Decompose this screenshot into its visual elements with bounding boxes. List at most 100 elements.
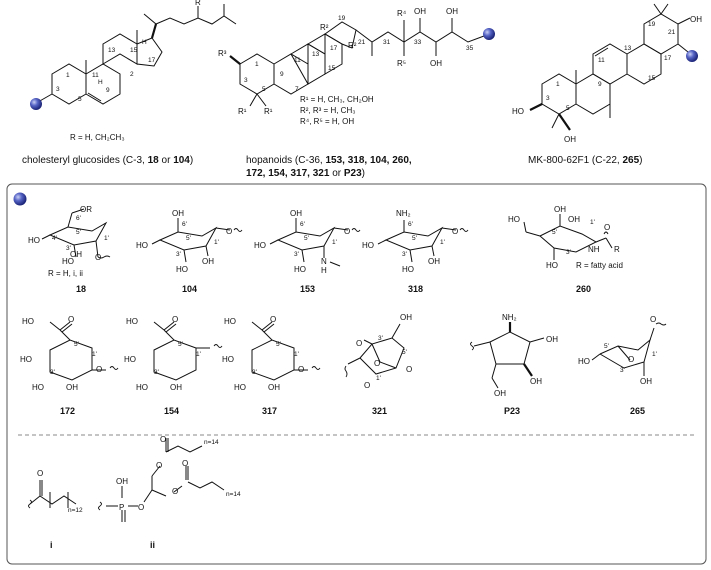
mk-locant: 11 — [598, 57, 605, 64]
sugar-154-label: HO — [126, 317, 138, 326]
hopanoid-oh-label: OH — [430, 59, 442, 68]
sugar-104-locant: 1' — [214, 239, 219, 246]
sugar-260-label: HO — [508, 215, 520, 224]
mk-locant: 1 — [556, 81, 560, 88]
cholesteryl-r-definition: R = H, CH₂CH₃ — [70, 133, 125, 142]
mk-locant: 19 — [648, 21, 656, 28]
sugar-321-label: OH — [400, 313, 412, 322]
sugar-153-locant: 6' — [300, 221, 305, 228]
sugar-18-locant: 6' — [76, 215, 81, 222]
sugar-260-locant: 1' — [590, 219, 595, 226]
hopanoid-r2-label: R² — [320, 23, 329, 32]
sugar-318-locant: 3' — [402, 251, 407, 258]
sugar-p23-label: OH — [494, 389, 506, 398]
hopanoid-r2-label: R² — [348, 41, 357, 50]
sugar-104-locant: 5' — [186, 235, 191, 242]
compound-number-18: 18 — [76, 284, 86, 294]
cholesteryl-locant: H — [142, 39, 147, 46]
sugar-18-r-definition: R = H, i, ii — [48, 269, 83, 278]
sugar-153-locant: 1' — [332, 239, 337, 246]
sugar-104-structure — [151, 218, 243, 263]
mk-oh-label: OH — [690, 15, 702, 24]
substituent-i-repeat: n=12 — [68, 507, 83, 514]
sugar-172-label: HO — [20, 355, 32, 364]
sugar-317-locant: 1' — [294, 351, 299, 358]
glycoside-sphere-icon — [686, 50, 698, 62]
hopanoid-oh-label: OH — [446, 7, 458, 16]
substituent-ii-repeat: n=14 — [226, 491, 241, 498]
hopanoid-r-definition: R², R³ = H, CH₃ — [300, 106, 355, 115]
sugar-18-label: OH — [70, 250, 82, 259]
cholesteryl-locant: 11 — [92, 72, 99, 79]
mk-locant: 3 — [546, 95, 550, 102]
cholesteryl-h-label: 2 — [130, 71, 134, 78]
sugar-153-label: HO — [254, 241, 266, 250]
cholesteryl-locant: 17 — [148, 57, 156, 64]
hopanoid-locant: 17 — [330, 45, 338, 52]
substituent-i-oxygen: O — [37, 469, 43, 478]
cholesteryl-locant: 1 — [66, 72, 70, 79]
sugar-265-label: O — [628, 355, 634, 364]
sugar-p23-label: OH — [530, 377, 542, 386]
sugar-172-locant: 5' — [74, 341, 79, 348]
cholesteryl-locant: 3 — [56, 86, 60, 93]
sugar-154-structure — [153, 321, 223, 381]
sugar-318-locant: 6' — [408, 221, 413, 228]
hopanoid-locant: 19 — [338, 15, 346, 22]
hopanoid-r1-label: R¹ — [264, 107, 273, 116]
substituent-ii-oxygen: O — [138, 503, 144, 512]
sugar-317-label: HO — [234, 383, 246, 392]
sugar-260-label: HO — [546, 261, 558, 270]
sugar-154-label: HO — [136, 383, 148, 392]
compound-number-321: 321 — [372, 406, 387, 416]
hopanoid-r-definition: R¹ = H, CH₃, CH₂OH — [300, 95, 374, 104]
sugar-265-label: OH — [640, 377, 652, 386]
substituent-ii-oxygen: O — [156, 461, 162, 470]
sugar-172-label: HO — [22, 317, 34, 326]
compound-number-265: 265 — [630, 406, 645, 416]
substituent-ii-oxygen: O — [182, 459, 188, 468]
sugar-153-label: HO — [294, 265, 306, 274]
hopanoid-locant: 35 — [466, 45, 474, 52]
cholesteryl-glucoside-structure — [37, 4, 237, 105]
sugar-18-label: O — [95, 253, 101, 262]
substituent-ii-oxygen: O — [160, 435, 166, 444]
sugar-321-locant: 3' — [378, 335, 383, 342]
mk-locant: 5 — [566, 105, 570, 112]
sugar-265-label: O — [650, 315, 656, 324]
sugar-172-locant: 1' — [92, 351, 97, 358]
sugar-317-label: OH — [268, 383, 280, 392]
sugar-260-label: NH — [588, 245, 600, 254]
sugar-104-label: OH — [172, 209, 184, 218]
sugar-104-locant: 3' — [176, 251, 181, 258]
sugar-318-label: NH₂ — [396, 209, 411, 218]
sugar-154-locant: 3' — [154, 369, 159, 376]
sugar-260-r-definition: R = fatty acid — [576, 261, 623, 270]
mk-oh-label: OH — [564, 135, 576, 144]
sugar-317-locant: 3' — [252, 369, 257, 376]
sugar-153-structure — [269, 218, 361, 267]
compound-number-154: 154 — [164, 406, 179, 416]
sugar-318-locant: 5' — [412, 235, 417, 242]
hopanoid-oh-label: OH — [414, 7, 426, 16]
sugar-317-locant: 5' — [276, 341, 281, 348]
sugar-154-locant: 1' — [196, 351, 201, 358]
sugar-18-label: HO — [62, 257, 74, 266]
sugar-18-locant: 1' — [104, 235, 109, 242]
hopanoid-locant: 1 — [255, 61, 259, 68]
sugar-317-label: HO — [224, 317, 236, 326]
sugar-104-label: HO — [176, 265, 188, 274]
sugar-153-locant: 3' — [294, 251, 299, 258]
mk-locant: 13 — [624, 45, 632, 52]
sugar-154-locant: 5' — [178, 341, 183, 348]
sugar-104-locant: 6' — [182, 221, 187, 228]
sugar-260-label: O — [604, 223, 610, 232]
sugar-321-label: O — [364, 381, 370, 390]
sugar-260-locant: 3' — [566, 249, 571, 256]
cholesteryl-locant: 15 — [130, 47, 138, 54]
hopanoid-r1-label: R¹ — [238, 107, 247, 116]
sugar-172-label: O — [96, 365, 102, 374]
substituent-ii-structure — [98, 438, 225, 522]
hopanoid-locant: 3 — [244, 77, 248, 84]
sugar-18-locant: 4' — [52, 235, 57, 242]
